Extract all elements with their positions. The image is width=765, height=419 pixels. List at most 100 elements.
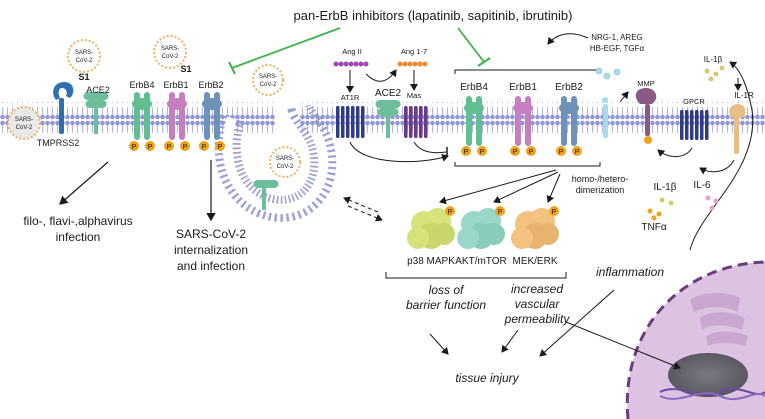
arrow-ang2-to-ang17 xyxy=(365,69,397,82)
svg-text:SARS-: SARS- xyxy=(259,74,277,80)
ang2-peptide xyxy=(333,61,369,67)
svg-text:SARS-: SARS- xyxy=(161,46,179,52)
il1r-receptor xyxy=(729,104,746,154)
akt-label: AKT/mTOR xyxy=(455,256,506,267)
sars-cov-2-virion-3: SARS- CoV-2 xyxy=(252,64,284,96)
mas-label: Mas xyxy=(407,91,421,100)
arrow-barrier-to-injury xyxy=(429,333,449,355)
filo-infection-line2: infection xyxy=(56,230,101,244)
il1b-label: IL-1β xyxy=(654,182,677,193)
inflammation-label: inflammation xyxy=(596,265,664,279)
at1r-receptor xyxy=(336,106,365,138)
immune-cell xyxy=(625,260,765,419)
arrow-p38-to-infection xyxy=(343,196,379,213)
svg-text:P: P xyxy=(498,209,503,216)
s1-label-1: S1 xyxy=(78,72,89,82)
filo-infection-line1: filo-, flavi-,alphavirus xyxy=(23,214,132,228)
erbb1-receptor-right xyxy=(513,96,533,146)
il1b-particles xyxy=(659,197,674,206)
svg-text:P: P xyxy=(183,144,188,151)
svg-text:P: P xyxy=(132,144,137,151)
ligands-line2: HB-EGF, TGFα xyxy=(590,44,645,53)
il1r-label: IL-1R xyxy=(734,91,754,100)
kinase-akt-mtor: P xyxy=(457,206,505,249)
mas-receptor xyxy=(404,106,428,138)
vasc-line3: permeability xyxy=(504,312,571,326)
svg-text:CoV-2: CoV-2 xyxy=(76,58,93,64)
arrow-permeability-to-cell xyxy=(565,321,681,370)
arrow-dimer-to-akt xyxy=(493,171,559,204)
ang17-peptide xyxy=(397,61,428,67)
vasc-line1: increased xyxy=(511,282,563,296)
mek-label: MEK/ERK xyxy=(512,256,557,267)
sars-infection-line3: and infection xyxy=(177,259,245,273)
tmprss2-label: TMPRSS2 xyxy=(37,138,80,148)
inhibition-line-left xyxy=(228,27,341,75)
inhibitor-title: pan-ErbB inhibitors (lapatinib, sapitini… xyxy=(294,8,573,23)
arrow-ligands-to-erbb xyxy=(547,33,589,45)
mmp-protease xyxy=(635,88,657,144)
p38-label: p38 MAPK xyxy=(407,256,455,267)
tnfa-particles xyxy=(647,208,662,221)
sars-cov-2-virion-internalized: SARS- CoV-2 xyxy=(269,146,301,178)
sars-cov-2-virion-2: SARS- CoV-2 xyxy=(153,35,187,69)
erbb2-receptor-right xyxy=(559,96,579,146)
ace2-label-left: ACE2 xyxy=(86,85,110,95)
svg-text:CoV-2: CoV-2 xyxy=(16,125,33,131)
barrier-line1: loss of xyxy=(429,283,465,297)
kinase-bracket xyxy=(385,272,567,279)
arrow-inflammation-to-injury xyxy=(539,289,615,357)
arrow-at1r-to-erbb xyxy=(349,141,449,163)
svg-text:P: P xyxy=(464,149,469,156)
erbb4-receptor-left xyxy=(132,92,152,140)
tnfa-label: TNFα xyxy=(641,222,666,233)
sars-cov-2-virion-1: SARS- CoV-2 xyxy=(67,39,101,73)
arrow-dimer-to-mek xyxy=(546,173,561,203)
svg-text:P: P xyxy=(202,144,207,151)
erbb1-label-right: ErbB1 xyxy=(509,82,537,93)
svg-text:P: P xyxy=(167,144,172,151)
il1b-top-label: IL-1β xyxy=(704,55,723,64)
erbb4-receptor-right xyxy=(464,96,484,146)
ace2-receptor-left xyxy=(83,92,109,134)
svg-text:P: P xyxy=(148,144,153,151)
arrow-dimer-to-p38 xyxy=(439,169,557,205)
svg-text:CoV-2: CoV-2 xyxy=(162,54,179,60)
ang2-label: Ang II xyxy=(342,47,362,56)
svg-text:P: P xyxy=(559,149,564,156)
inhibition-mas-to-erbb xyxy=(413,141,448,157)
tmprss2-protease xyxy=(53,82,74,134)
arrow-mmp-cleavage xyxy=(619,91,629,103)
ace2-receptor-middle xyxy=(375,100,401,138)
il6-particles xyxy=(705,195,719,211)
s1-label-2: S1 xyxy=(180,64,191,74)
arrow-to-filo xyxy=(59,161,109,205)
arrow-inflammation-feedback xyxy=(689,61,754,251)
erbb2-label-left: ErbB2 xyxy=(198,80,223,90)
arrow-infection-to-p38 xyxy=(347,205,383,222)
inhibition-line-right xyxy=(457,27,491,67)
svg-text:SARS-: SARS- xyxy=(15,117,33,123)
il1b-particles-top xyxy=(704,65,725,82)
kinase-p38-mapk: P xyxy=(407,206,455,249)
svg-text:SARS-: SARS- xyxy=(75,50,93,56)
at1r-label: AT1R xyxy=(341,93,360,102)
erbb4-label-left: ErbB4 xyxy=(129,80,154,90)
arrow-gpcr-to-mmp xyxy=(657,147,693,157)
barrier-line2: barrier function xyxy=(406,298,486,312)
ang17-label: Ang 1-7 xyxy=(401,47,427,56)
svg-text:P: P xyxy=(448,209,453,216)
dimerization-line2: dimerization xyxy=(576,185,625,195)
erbb4-label-right: ErbB4 xyxy=(460,82,488,93)
erbb2-receptor-left xyxy=(202,92,222,140)
dimerization-line1: homo-/hetero- xyxy=(572,174,629,184)
gpcr-label: GPCR xyxy=(683,97,705,106)
sars-infection-line1: SARS-CoV-2 xyxy=(176,227,246,241)
tissue-injury-label: tissue injury xyxy=(455,371,519,385)
svg-text:P: P xyxy=(218,144,223,151)
phospho-sites-right: P P P P P P xyxy=(461,146,582,156)
kinase-mek-erk: P xyxy=(511,206,559,249)
mmp-label: MMP xyxy=(637,79,655,88)
svg-text:P: P xyxy=(513,149,518,156)
